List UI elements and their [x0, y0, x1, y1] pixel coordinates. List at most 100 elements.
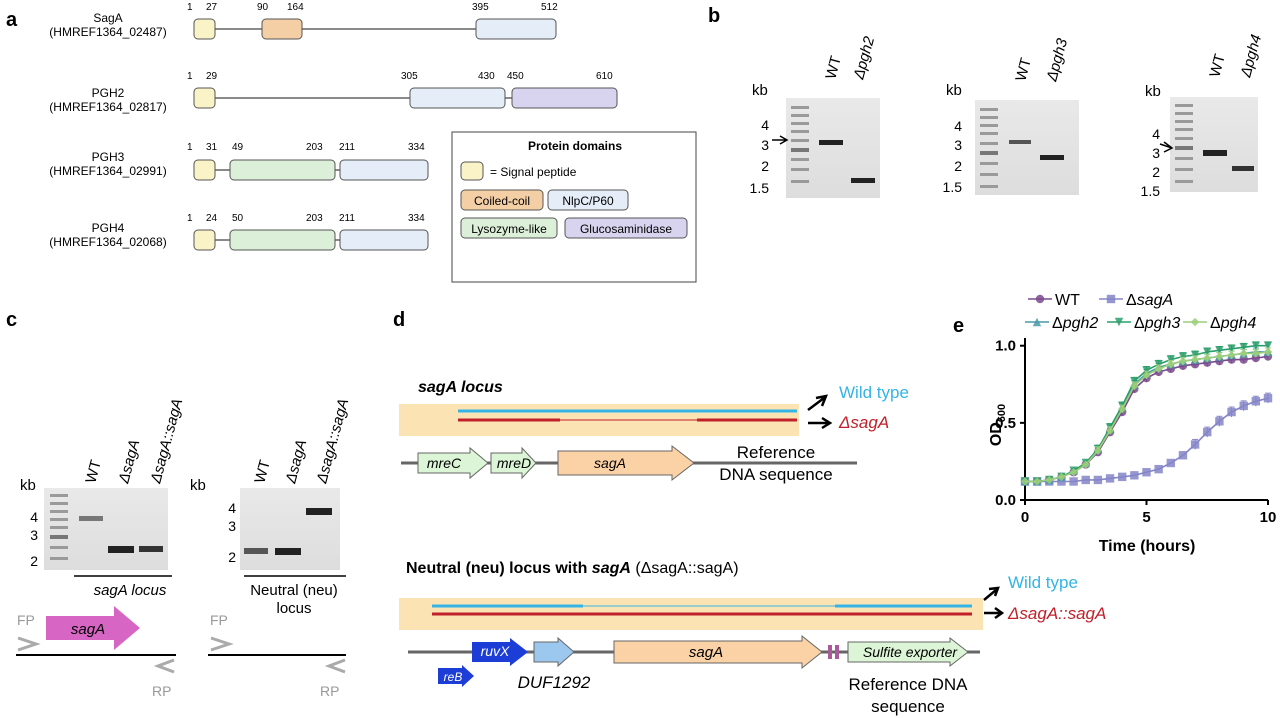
legend-label: Δpgh3 [1134, 315, 1180, 332]
saga-gene-arrow [613, 634, 823, 670]
residue-number: 211 [339, 142, 355, 153]
arrow-3kb [772, 135, 789, 145]
reb-gene-arrow [438, 665, 474, 687]
data-point [1203, 427, 1212, 437]
lane-label: ΔsagA [115, 438, 143, 486]
data-point [1190, 440, 1200, 449]
data-point [1178, 352, 1188, 361]
data-point [1032, 477, 1042, 486]
protein-id: (HMREF1364_02068) [49, 235, 166, 249]
y-tick-label: 0.0 [995, 492, 1016, 509]
data-point [1263, 347, 1273, 357]
series-ΔsagA [1020, 392, 1273, 486]
residue-number: 1 [187, 142, 193, 153]
data-point [1154, 464, 1163, 474]
locus-label: sagA locus [94, 582, 167, 599]
data-point [1190, 317, 1200, 327]
data-point [1239, 349, 1248, 358]
kb-label: kb [1145, 83, 1161, 100]
residue-number: 305 [401, 71, 418, 82]
data-point [1069, 468, 1078, 477]
sulfite-exporter-gene-arrow [847, 636, 969, 668]
locus-title: Neutral (neu) locus with sagA (ΔsagA::sa… [406, 560, 739, 577]
data-point [1105, 426, 1115, 435]
signal-peptide-domain [193, 18, 216, 40]
gel-band [79, 516, 103, 521]
title-part: Neutral (neu) locus with [406, 560, 592, 577]
x-tick-label: 0 [1021, 509, 1029, 526]
protein-id: (HMREF1364_02991) [49, 164, 166, 178]
data-point [1130, 381, 1139, 391]
legend-coiled-swatch [460, 189, 544, 211]
residue-number: 31 [206, 142, 218, 153]
residue-number: 1 [187, 71, 193, 82]
data-point [1166, 355, 1175, 364]
forward-primer-label: FP [17, 612, 35, 628]
panel-letter-a: a [6, 9, 18, 31]
locus-label: Neutral (neu) [250, 582, 338, 599]
reference-label: Reference DNA [848, 675, 968, 694]
residue-number: 90 [257, 2, 269, 13]
terminator-mark [835, 645, 839, 659]
series-Δpgh4 [1020, 347, 1273, 486]
gel-band [306, 508, 332, 515]
gene-label: sagA [594, 455, 626, 471]
lane-label: WT [1206, 52, 1228, 79]
gene-label: sagA [689, 644, 723, 661]
legend-glucos-label: Glucosaminidase [580, 222, 672, 236]
gene-label: mreC [427, 455, 462, 471]
data-point [1081, 475, 1090, 485]
size-tick: 1.5 [750, 180, 770, 196]
reference-label: DNA sequence [719, 465, 832, 484]
data-point [1035, 294, 1045, 304]
protein-name: SagA [93, 11, 122, 25]
data-point [1057, 472, 1066, 482]
gel-band [819, 140, 843, 145]
legend-label: Δpgh2 [1052, 315, 1098, 332]
locus-title: sagA locus [418, 379, 503, 396]
data-point [1251, 397, 1261, 406]
data-point [1263, 341, 1273, 350]
forward-primer-icon [17, 636, 41, 652]
reverse-primer-icon [153, 658, 175, 674]
protein-name: PGH4 [92, 221, 125, 235]
data-point [1203, 347, 1212, 357]
legend-label: Δpgh4 [1210, 315, 1256, 332]
data-point [1178, 451, 1188, 460]
gel-band [1232, 166, 1254, 171]
nlpc-p60-domain [339, 229, 429, 251]
data-point [1032, 317, 1042, 327]
data-point [1093, 446, 1103, 455]
mrec-gene-arrow [417, 446, 489, 480]
wild-type-label: Wild type [839, 383, 909, 402]
signal-peptide-domain [193, 159, 216, 181]
residue-number: 430 [478, 71, 495, 82]
data-point [1251, 341, 1261, 350]
data-point [1227, 350, 1236, 360]
residue-number: 1 [187, 2, 193, 13]
lane-label: ΔsagA::sagA [313, 397, 352, 486]
data-point [1251, 349, 1261, 358]
data-point [1154, 364, 1163, 374]
duf1292-gene-arrow [533, 636, 575, 668]
kb-label: kb [752, 82, 768, 99]
residue-number: 27 [206, 2, 218, 13]
mutant-label: ΔsagA::sagA [1007, 604, 1106, 623]
data-point [1142, 468, 1151, 477]
data-point [1239, 343, 1248, 352]
lane-label: Δpgh2 [850, 34, 878, 82]
y-axis-title-sub: 600 [996, 404, 1008, 422]
y-axis-title: OD600 [988, 404, 1008, 446]
panel-letter-e: e [953, 315, 964, 337]
kb-label: kb [20, 477, 36, 494]
residue-number: 610 [596, 71, 613, 82]
data-point [1215, 352, 1224, 361]
saga-gene-arrow [557, 444, 695, 482]
size-tick: 1.5 [943, 179, 963, 195]
size-tick: 2 [228, 549, 236, 565]
residue-number: 50 [232, 213, 244, 224]
wild-type-label: Wild type [1008, 573, 1078, 592]
data-point [1142, 366, 1151, 375]
signal-peptide-domain [193, 229, 216, 251]
gene-label: Sulfite exporter [863, 644, 958, 660]
